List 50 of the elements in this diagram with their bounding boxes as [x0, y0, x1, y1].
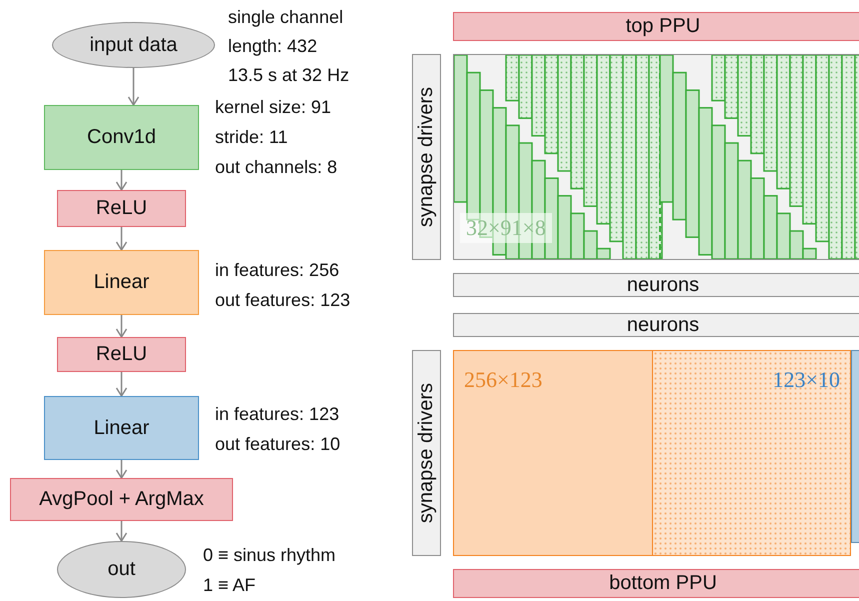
dimension-label: 32×91×8	[460, 213, 552, 243]
synapse-driver-bar	[412, 54, 441, 260]
layer-box	[44, 105, 199, 170]
neuron-bar	[453, 273, 859, 297]
layer-label: out	[108, 558, 136, 581]
annotation-text: single channel	[228, 8, 344, 26]
arrow	[116, 460, 128, 479]
layer-label: neurons	[626, 314, 700, 336]
layer-box	[44, 396, 199, 460]
annotation-text: stride: 11	[215, 128, 288, 146]
layer-box	[10, 478, 233, 521]
layer-label: AvgPool + ArgMax	[39, 488, 204, 511]
annotation-text: kernel size: 91	[215, 98, 332, 116]
layer-label: ReLU	[96, 197, 148, 220]
dimension-label: 256×123	[464, 367, 542, 393]
ppu-bar	[453, 12, 859, 41]
annotation-text: out features: 10	[215, 435, 340, 453]
annotation-text: length: 432	[228, 37, 318, 55]
layer-box	[57, 337, 186, 372]
layer-label: bottom PPU	[609, 572, 717, 595]
layer-box	[44, 250, 199, 315]
arrow	[116, 372, 128, 397]
side-label: synapse drivers	[415, 86, 438, 228]
layer-label: top PPU	[626, 15, 700, 38]
annotation-text: 0 ≡ sinus rhythm	[203, 546, 336, 564]
arrow	[128, 68, 140, 106]
annotation-text: 1 ≡ AF	[203, 576, 256, 594]
layer-label: Linear	[94, 416, 150, 440]
neuron-bar	[453, 313, 859, 337]
annotation-text: in features: 123	[215, 405, 340, 423]
annotation-text: 13.5 s at 32 Hz	[228, 66, 350, 84]
side-label: synapse drivers	[415, 382, 438, 524]
layer-box	[57, 190, 186, 227]
weight-block	[453, 350, 653, 556]
layer-label: input data	[90, 34, 178, 56]
ppu-bar	[453, 569, 859, 598]
annotation-text: in features: 256	[215, 261, 340, 279]
arrow	[116, 227, 128, 251]
layer-label: Linear	[94, 271, 150, 294]
arrow	[116, 315, 128, 338]
synapse-driver-bar	[412, 350, 441, 556]
layer-label: neurons	[626, 274, 700, 296]
arrow	[116, 170, 128, 191]
layer-label: ReLU	[96, 343, 148, 366]
annotation-text: out channels: 8	[215, 158, 338, 176]
dimension-label: 123×10	[772, 367, 840, 393]
weight-block	[652, 350, 851, 556]
annotation-text: out features: 123	[215, 291, 350, 309]
arrow	[116, 521, 128, 542]
layer-label: Conv1d	[87, 126, 156, 149]
